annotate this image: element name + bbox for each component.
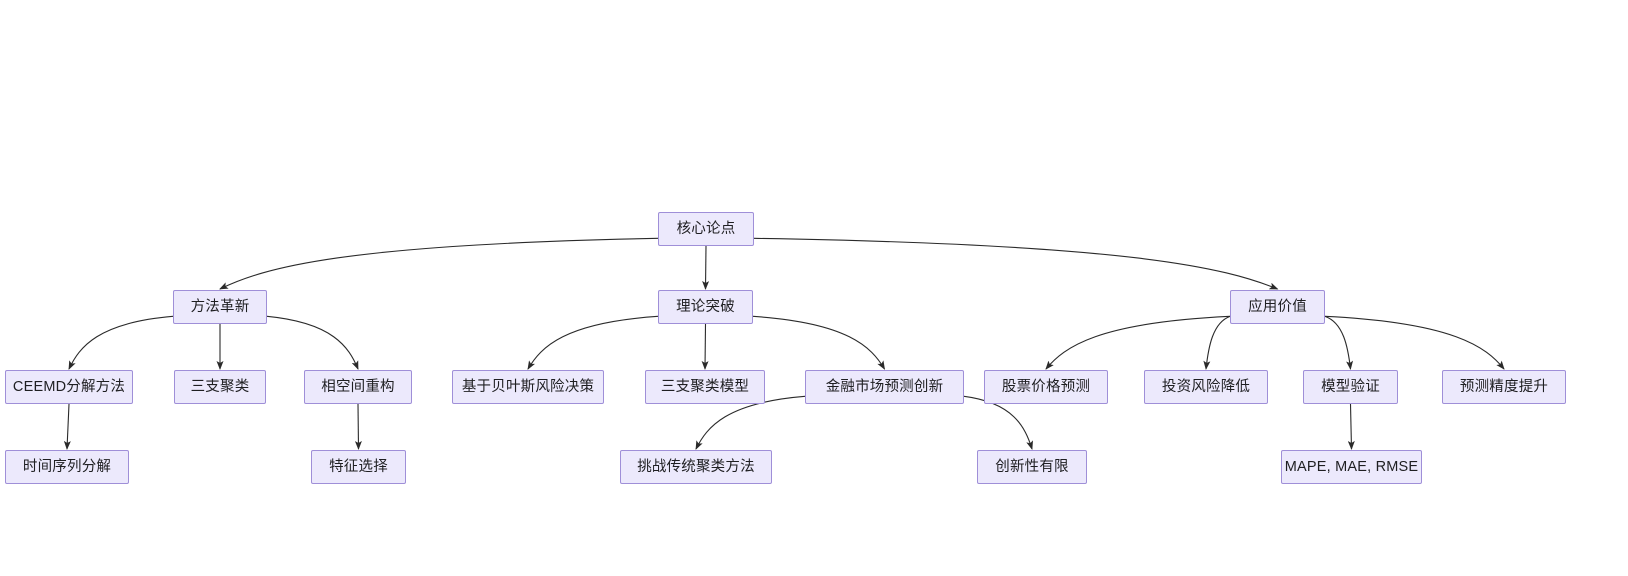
node-l3a1[interactable]: CEEMD分解方法 [5,370,133,404]
node-l3c1[interactable]: 股票价格预测 [984,370,1108,404]
edge-root-to-l2b [702,245,710,290]
node-l3b3[interactable]: 金融市场预测创新 [805,370,964,404]
node-label: 股票价格预测 [1001,378,1091,395]
node-l3c4[interactable]: 预测精度提升 [1442,370,1566,404]
edge-l2b-to-l3b3 [752,315,886,370]
node-l4c3[interactable]: MAPE, MAE, RMSE [1281,450,1422,484]
edge-l2c-to-l3c1 [1045,315,1231,370]
node-root[interactable]: 核心论点 [658,212,754,246]
edge-l2a-to-l3a1 [68,315,174,370]
node-label: 挑战传统聚类方法 [637,458,755,475]
edge-l2c-to-l3c4 [1324,315,1505,370]
node-l4a1[interactable]: 时间序列分解 [5,450,129,484]
edge-l2c-to-l3c2 [1203,315,1231,370]
node-label: 投资风险降低 [1161,378,1251,395]
node-l3c2[interactable]: 投资风险降低 [1144,370,1268,404]
edge-l3c3-to-l4c3 [1347,403,1355,450]
node-label: 模型验证 [1321,378,1380,395]
node-label: 创新性有限 [995,458,1069,475]
edge-l3a1-to-l4a1 [63,403,71,450]
node-l2c[interactable]: 应用价值 [1230,290,1325,324]
node-l4b3b[interactable]: 创新性有限 [977,450,1087,484]
edge-l2b-to-l3b1 [527,315,659,370]
edge-paths [63,237,1505,450]
node-label: 理论突破 [676,298,735,315]
node-label: CEEMD分解方法 [12,378,126,395]
node-label: 金融市场预测创新 [825,378,944,395]
node-label: 三支聚类 [190,378,250,395]
node-l2a[interactable]: 方法革新 [173,290,267,324]
node-l3b2[interactable]: 三支聚类模型 [645,370,765,404]
edge-l2a-to-l3a3 [266,315,359,370]
node-l4a3[interactable]: 特征选择 [311,450,406,484]
edge-l2b-to-l3b2 [701,323,709,370]
node-l4b3a[interactable]: 挑战传统聚类方法 [620,450,772,484]
node-label: 应用价值 [1248,298,1307,315]
edge-root-to-l2a [219,237,659,290]
edge-l2c-to-l3c3 [1324,315,1354,370]
node-l3a3[interactable]: 相空间重构 [304,370,412,404]
node-label: 方法革新 [190,298,250,315]
node-label: 相空间重构 [321,378,395,395]
node-l3a2[interactable]: 三支聚类 [174,370,266,404]
edge-l3b3-to-l4b3a [695,395,806,450]
node-label: 时间序列分解 [22,458,112,475]
node-label: 三支聚类模型 [660,378,750,395]
node-l3c3[interactable]: 模型验证 [1303,370,1398,404]
node-l2b[interactable]: 理论突破 [658,290,753,324]
node-label: 核心论点 [676,220,736,237]
edge-l3a3-to-l4a3 [354,403,362,450]
node-label: 特征选择 [329,458,388,475]
node-label: 基于贝叶斯风险决策 [461,378,595,395]
edge-l3b3-to-l4b3b [963,395,1033,450]
node-label: 预测精度提升 [1459,378,1549,395]
node-l3b1[interactable]: 基于贝叶斯风险决策 [452,370,604,404]
node-label: MAPE, MAE, RMSE [1284,458,1419,475]
edge-root-to-l2c [753,237,1279,290]
